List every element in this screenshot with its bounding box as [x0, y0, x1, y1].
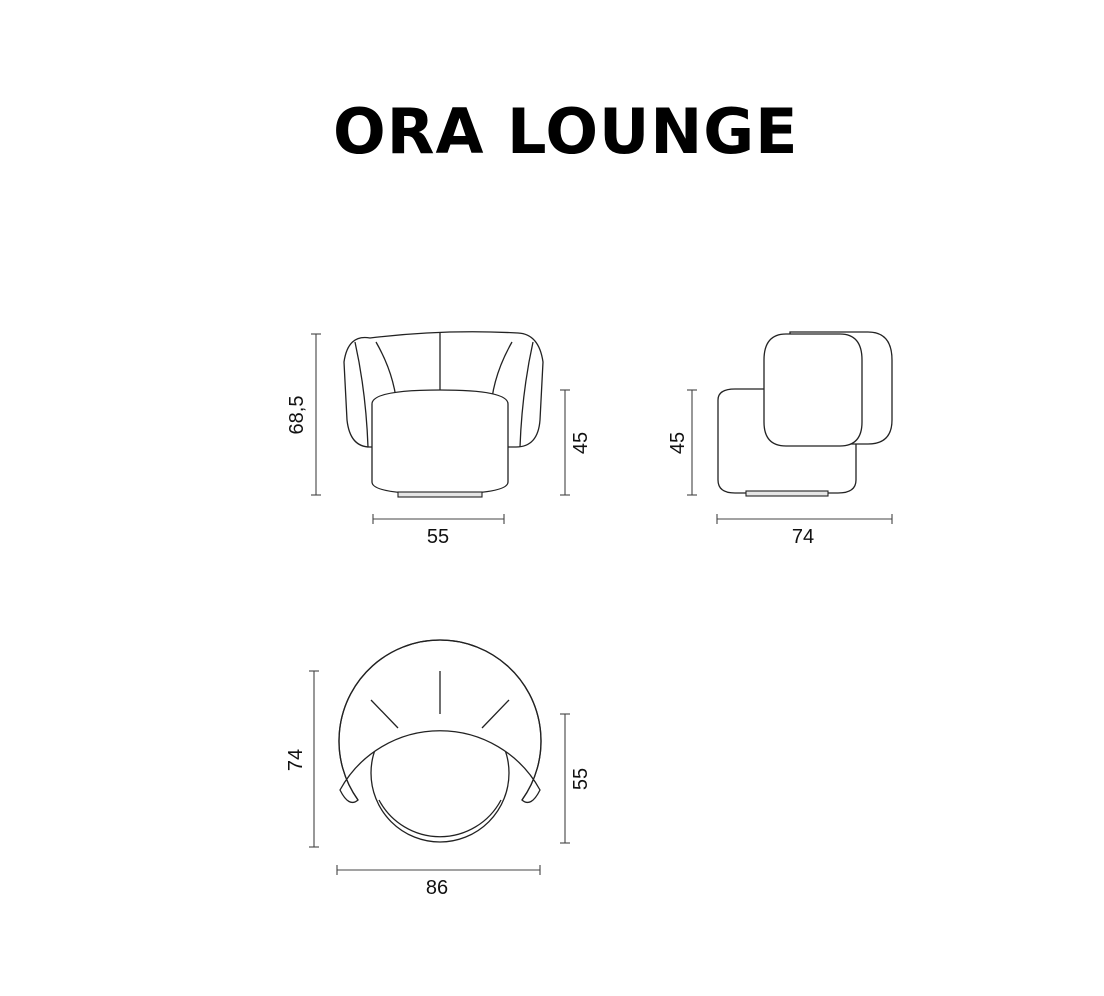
side-chair-outline — [717, 331, 893, 497]
side-depth-dimension: 74 — [716, 514, 893, 548]
side-view: 45 74 — [667, 331, 893, 548]
front-width-label: 55 — [427, 526, 449, 548]
top-depth-dimension: 74 — [285, 670, 319, 848]
side-seat-height-dimension: 45 — [667, 389, 697, 496]
front-view: 68,5 45 55 — [286, 331, 592, 548]
front-chair-outline — [343, 331, 544, 498]
top-width-dimension: 86 — [336, 865, 541, 899]
front-seat-height-label: 45 — [570, 432, 592, 454]
top-depth-label: 74 — [285, 749, 307, 771]
side-depth-label: 74 — [792, 526, 814, 548]
top-seat-depth-label: 55 — [570, 768, 592, 790]
product-title: ORA LOUNGE — [333, 95, 799, 168]
top-chair-outline — [338, 639, 542, 843]
front-height-dimension: 68,5 — [286, 333, 321, 496]
front-height-label: 68,5 — [286, 396, 308, 435]
top-width-label: 86 — [426, 877, 448, 899]
front-width-dimension: 55 — [372, 514, 505, 548]
side-seat-height-label: 45 — [667, 432, 689, 454]
top-view: 74 55 86 — [285, 639, 592, 899]
top-seat-depth-dimension: 55 — [560, 713, 592, 844]
front-seat-height-dimension: 45 — [560, 389, 592, 496]
